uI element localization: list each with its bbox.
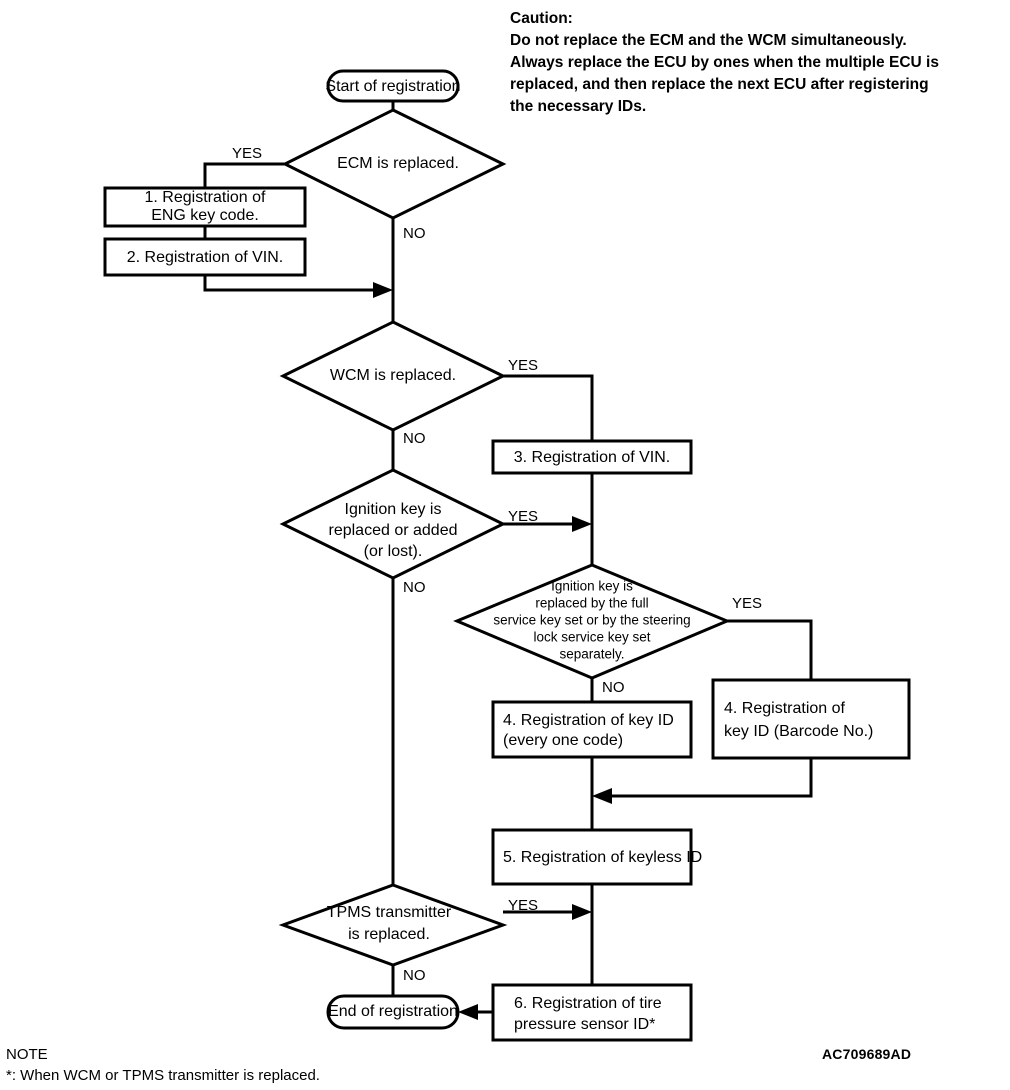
step4-every-one-code-line-1: 4. Registration of key ID — [503, 712, 674, 729]
step5-line-1: 5. Registration of keyless ID — [503, 849, 702, 866]
tpms-line-1: TPMS transmitter — [327, 904, 452, 921]
node-decision-tpms-transmitter-replaced[interactable]: TPMS transmitter is replaced. — [278, 883, 508, 967]
end-terminator-shape — [326, 994, 460, 1030]
step2-line-1: 2. Registration of VIN. — [127, 249, 284, 266]
arrowhead-ignition-yes — [572, 516, 592, 532]
node-step4-registration-key-id-every-one-code[interactable]: 4. Registration of key ID (every one cod… — [491, 700, 693, 759]
step1-line-2: ENG key code. — [151, 207, 259, 224]
key-set-decision-shape — [453, 563, 731, 680]
label-ignition-no: NO — [403, 579, 426, 596]
edge-step4-barcode-merge — [606, 758, 813, 798]
step2-shape — [103, 237, 307, 277]
node-decision-ecm-is-replaced[interactable]: ECM is replaced. — [281, 108, 507, 220]
wcm-decision-label: WCM is replaced. — [330, 367, 456, 384]
step6-shape — [491, 983, 693, 1042]
tpms-line-2: is replaced. — [348, 926, 430, 943]
node-decision-ignition-key-replaced-or-added[interactable]: Ignition key is replaced or added (or lo… — [279, 468, 507, 580]
connector-layer — [203, 100, 813, 1020]
ignition-key-line-2: replaced or added — [329, 522, 458, 539]
key-set-line-1: Ignition key is — [551, 579, 633, 594]
note-block: NOTE *: When WCM or TPMS transmitter is … — [6, 1044, 320, 1086]
node-decision-key-set-type[interactable]: Ignition key is replaced by the full ser… — [453, 563, 731, 680]
label-tpms-yes: YES — [508, 897, 538, 914]
node-step2-registration-of-vin[interactable]: 2. Registration of VIN. — [103, 237, 307, 277]
caution-line-1: Do not replace the ECM and the WCM simul… — [510, 32, 907, 49]
tpms-decision-shape — [278, 883, 508, 967]
label-ecm-yes: YES — [232, 145, 262, 162]
step6-line-2: pressure sensor ID* — [514, 1016, 655, 1033]
edge-wcm-yes-to-step3 — [503, 374, 594, 441]
ecm-decision-shape — [281, 108, 507, 220]
label-ignition-yes: YES — [508, 508, 538, 525]
node-step1-registration-eng-key-code[interactable]: 1. Registration of ENG key code. — [103, 186, 307, 228]
arrowhead-step4-barcode-merge — [592, 788, 612, 804]
node-step4-registration-key-id-barcode[interactable]: 4. Registration of key ID (Barcode No.) — [711, 678, 911, 760]
step3-shape — [491, 439, 693, 475]
key-set-line-4: lock service key set — [533, 630, 650, 645]
label-keyset-no: NO — [602, 679, 625, 696]
step4-barcode-line-2: key ID (Barcode No.) — [724, 723, 873, 740]
start-terminator-shape — [326, 69, 460, 103]
reference-code: AC709689AD — [822, 1046, 912, 1062]
label-ecm-no: NO — [403, 225, 426, 242]
label-wcm-yes: YES — [508, 357, 538, 374]
key-set-line-3: service key set or by the steering — [493, 613, 690, 628]
label-keyset-yes: YES — [732, 595, 762, 612]
key-set-line-2: replaced by the full — [535, 596, 648, 611]
step1-line-1: 1. Registration of — [145, 189, 267, 206]
caution-block: Caution: Do not replace the ECM and the … — [510, 8, 990, 118]
ecm-decision-label: ECM is replaced. — [337, 155, 459, 172]
step5-shape — [491, 828, 693, 886]
step3-line-1: 3. Registration of VIN. — [514, 449, 671, 466]
step4-barcode-line-1: 4. Registration of — [724, 700, 846, 717]
note-heading: NOTE — [6, 1046, 48, 1063]
caution-line-4: the necessary IDs. — [510, 98, 647, 115]
step4-every-one-code-line-2: (every one code) — [503, 732, 623, 749]
ignition-key-line-3: (or lost). — [364, 543, 423, 560]
label-wcm-no: NO — [403, 430, 426, 447]
node-step3-registration-of-vin[interactable]: 3. Registration of VIN. — [491, 439, 693, 475]
node-step6-registration-tire-pressure-sensor-id[interactable]: 6. Registration of tire pressure sensor … — [491, 983, 693, 1042]
edge-keyset-yes-to-step4-barcode — [727, 619, 813, 680]
key-set-line-5: separately. — [559, 647, 624, 662]
label-tpms-no: NO — [403, 967, 426, 984]
arrowhead-tpms-yes — [572, 904, 592, 920]
arrowhead-step6-to-end — [458, 1004, 478, 1020]
arrowhead-step2-to-trunk — [373, 282, 393, 298]
edge-step2-to-trunk — [203, 275, 379, 292]
start-terminator-label: Start of registration — [325, 78, 460, 95]
note-text: *: When WCM or TPMS transmitter is repla… — [6, 1067, 320, 1084]
node-start-of-registration[interactable]: Start of registration — [325, 69, 461, 103]
caution-heading: Caution: — [510, 10, 573, 27]
wcm-decision-shape — [279, 320, 507, 432]
ignition-key-line-1: Ignition key is — [345, 501, 442, 518]
caution-line-2: Always replace the ECU by ones when the … — [510, 54, 939, 71]
node-step5-registration-of-keyless-id[interactable]: 5. Registration of keyless ID — [491, 828, 702, 886]
caution-line-3: replaced, and then replace the next ECU … — [510, 76, 929, 93]
step1-shape — [103, 186, 307, 228]
ignition-key-decision-shape — [279, 468, 507, 580]
edge-ecm-yes-to-step1 — [203, 162, 285, 188]
end-terminator-label: End of registration — [328, 1003, 458, 1020]
node-end-of-registration[interactable]: End of registration — [326, 994, 460, 1030]
step4-barcode-shape — [711, 678, 911, 760]
step4-every-one-code-shape — [491, 700, 693, 759]
node-decision-wcm-is-replaced[interactable]: WCM is replaced. — [279, 320, 507, 432]
step6-line-1: 6. Registration of tire — [514, 995, 662, 1012]
